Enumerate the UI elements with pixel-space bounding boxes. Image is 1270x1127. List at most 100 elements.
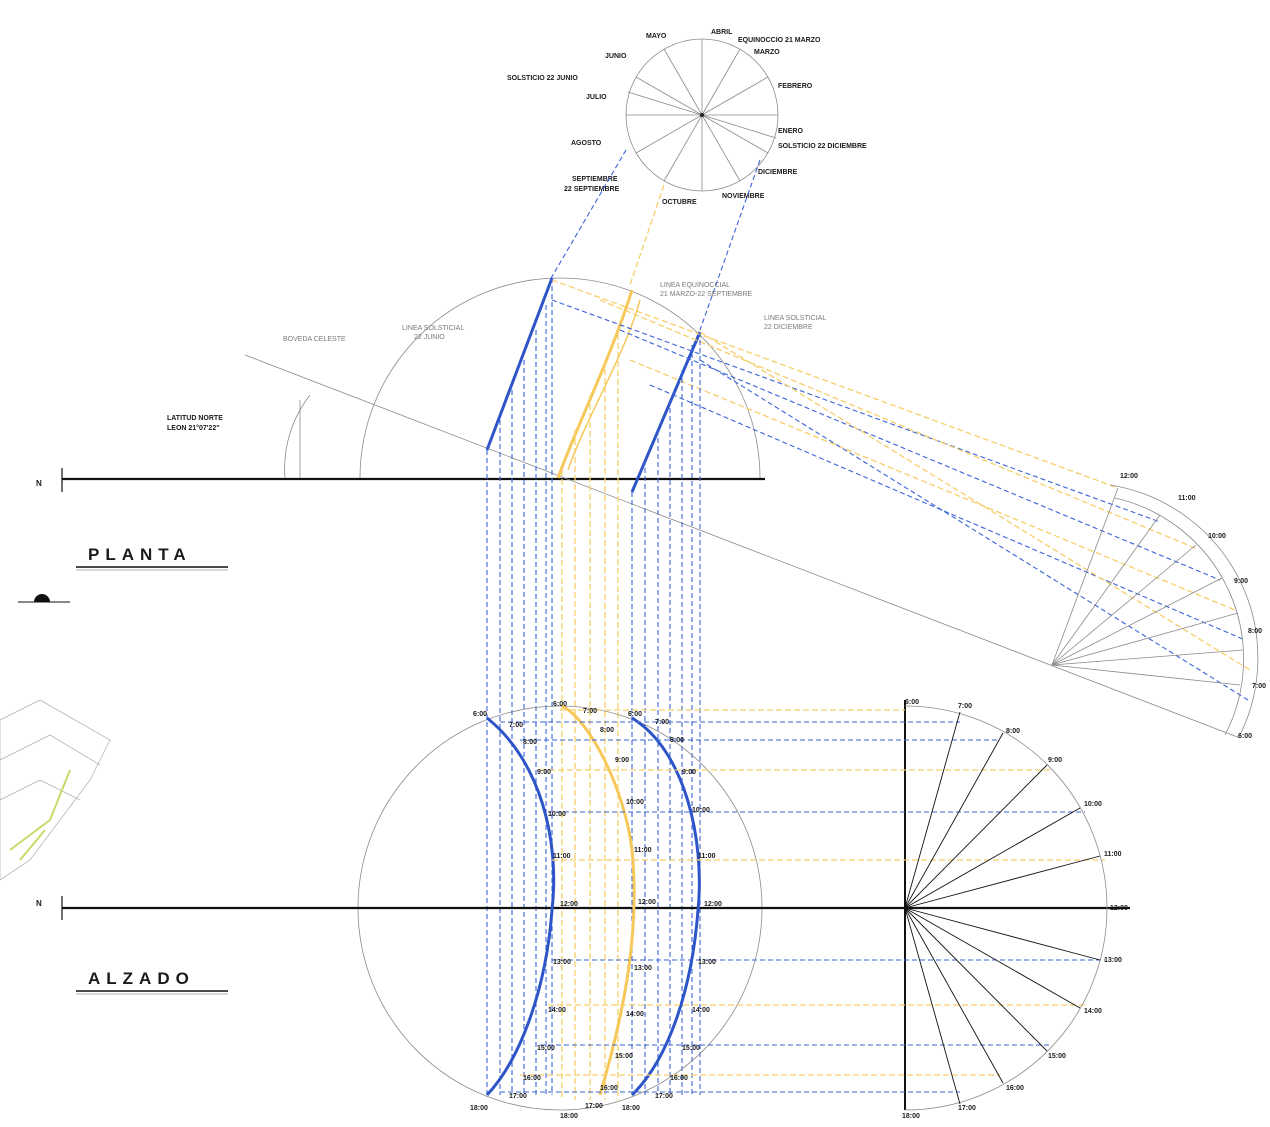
fan-h15: 15:00 <box>1048 1053 1066 1060</box>
label-boveda-celeste: BOVEDA CELESTE <box>283 336 346 343</box>
fan-h9: 9:00 <box>1048 757 1062 764</box>
svg-text:17:00: 17:00 <box>655 1093 673 1100</box>
label-marzo: MARZO <box>754 49 780 56</box>
svg-text:16:00: 16:00 <box>600 1085 618 1092</box>
svg-text:14:00: 14:00 <box>626 1011 644 1018</box>
svg-text:16:00: 16:00 <box>523 1075 541 1082</box>
alzado-dec-arc <box>630 716 701 1097</box>
equinox-line-2 <box>567 299 641 471</box>
svg-text:17:00: 17:00 <box>509 1093 527 1100</box>
section-marker-icon <box>18 594 70 603</box>
label-enero: ENERO <box>778 128 803 135</box>
planta-title: PLANTA <box>88 545 192 564</box>
planta-north-marker: N <box>36 468 63 492</box>
label-octubre: OCTUBRE <box>662 199 697 206</box>
hours-arc-inner <box>1114 497 1244 736</box>
alzado-june-arc <box>485 716 556 1097</box>
planta-inclined-axis <box>244 354 1241 739</box>
proj-equinox <box>629 184 665 286</box>
alzado-arc-hour-labels: 6:00 7:00 8:00 9:00 10:00 11:00 12:00 13… <box>470 701 722 1120</box>
svg-text:12:00: 12:00 <box>704 901 722 908</box>
svg-text:10:00: 10:00 <box>548 811 566 818</box>
label-noviembre: NOVIEMBRE <box>722 193 765 200</box>
svg-text:18:00: 18:00 <box>560 1113 578 1120</box>
alzado-hour-lines <box>500 709 1105 1093</box>
planta-view: N LATITUD NORTE LEON 21°07'22" BOVEDA CE… <box>18 277 1266 740</box>
alzado-hours-fan: 6:00 7:00 8:00 9:00 10:00 11:00 12:00 13… <box>902 699 1128 1120</box>
svg-text:7:00: 7:00 <box>509 722 523 729</box>
label-abril: ABRIL <box>711 29 733 36</box>
planta-hour-rays <box>551 279 1251 701</box>
alzado-north-marker: N <box>36 896 63 920</box>
proj-june <box>549 149 627 281</box>
planta-h11: 11:00 <box>1178 495 1196 502</box>
fan-h10: 10:00 <box>1084 801 1102 808</box>
boveda-celeste-arc <box>359 277 761 479</box>
planta-h9: 9:00 <box>1234 578 1248 585</box>
label-linea-equinoccial-2: 21 MARZO-22 SEPTIEMBRE <box>660 291 753 298</box>
label-febrero: FEBRERO <box>778 83 813 90</box>
svg-text:10:00: 10:00 <box>626 799 644 806</box>
alzado-fan-arc <box>904 705 1108 1111</box>
hours-arc-outer <box>1109 484 1259 736</box>
svg-text:13:00: 13:00 <box>634 965 652 972</box>
svg-text:9:00: 9:00 <box>682 769 696 776</box>
label-22-septiembre: 22 SEPTIEMBRE <box>564 186 620 193</box>
solstice-dec-line <box>630 331 702 493</box>
label-mayo: MAYO <box>646 33 667 40</box>
proj-dec <box>699 159 761 331</box>
planta-hours-semicircle: 12:00 11:00 10:00 9:00 8:00 7:00 6:00 <box>1051 473 1266 740</box>
svg-text:15:00: 15:00 <box>682 1045 700 1052</box>
planta-h7: 7:00 <box>1252 683 1266 690</box>
svg-text:14:00: 14:00 <box>548 1007 566 1014</box>
site-map-fragment <box>0 699 111 881</box>
months-circle-diagram: MAYO ABRIL EQUINOCCIO 21 MARZO MARZO JUN… <box>507 29 867 331</box>
fan-h16: 16:00 <box>1006 1085 1024 1092</box>
svg-text:10:00: 10:00 <box>692 807 710 814</box>
planta-latitude-angle-arc <box>284 394 311 479</box>
fan-h6: 6:00 <box>905 699 919 706</box>
svg-text:6:00: 6:00 <box>473 711 487 718</box>
planta-h10: 10:00 <box>1208 533 1226 540</box>
svg-text:6:00: 6:00 <box>553 701 567 708</box>
svg-text:12:00: 12:00 <box>560 901 578 908</box>
fan-h18: 18:00 <box>902 1113 920 1120</box>
fan-h14: 14:00 <box>1084 1008 1102 1015</box>
label-linea-solsticial-dic-1: LINEA SOLSTICIAL <box>764 315 826 322</box>
alzado-view: N <box>0 699 1130 1120</box>
svg-text:13:00: 13:00 <box>553 959 571 966</box>
svg-text:14:00: 14:00 <box>692 1007 710 1014</box>
svg-text:11:00: 11:00 <box>634 847 652 854</box>
vertical-projections <box>486 278 701 1100</box>
svg-text:15:00: 15:00 <box>537 1045 555 1052</box>
svg-text:11:00: 11:00 <box>698 853 716 860</box>
svg-text:11:00: 11:00 <box>553 853 571 860</box>
latitude-line2: LEON 21°07'22" <box>167 424 220 432</box>
label-linea-solsticial-dic-2: 22 DICIEMBRE <box>764 324 813 331</box>
label-linea-equinoccial-1: LINEA EQUINOCCIAL <box>660 282 730 289</box>
alzado-equinox-arc <box>561 704 636 1096</box>
svg-text:18:00: 18:00 <box>470 1105 488 1112</box>
label-junio: JUNIO <box>605 53 627 60</box>
latitude-line1: LATITUD NORTE <box>167 415 223 422</box>
svg-text:8:00: 8:00 <box>670 737 684 744</box>
svg-text:12:00: 12:00 <box>638 899 656 906</box>
svg-text:18:00: 18:00 <box>622 1105 640 1112</box>
alzado-title: ALZADO <box>88 969 195 988</box>
label-equinoccio-marzo: EQUINOCCIO 21 MARZO <box>738 37 821 44</box>
solstice-june-line <box>485 277 554 451</box>
fan-h11: 11:00 <box>1104 851 1122 858</box>
label-diciembre: DICIEMBRE <box>758 169 798 176</box>
svg-text:13:00: 13:00 <box>698 959 716 966</box>
label-septiembre: SEPTIEMBRE <box>572 176 618 183</box>
label-solsticio-junio: SOLSTICIO 22 JUNIO <box>507 75 578 82</box>
svg-text:8:00: 8:00 <box>600 727 614 734</box>
svg-text:16:00: 16:00 <box>670 1075 688 1082</box>
north-letter: N <box>36 479 42 488</box>
planta-h6: 6:00 <box>1238 733 1252 740</box>
svg-text:9:00: 9:00 <box>615 757 629 764</box>
planta-h12: 12:00 <box>1120 473 1138 480</box>
svg-text:15:00: 15:00 <box>615 1053 633 1060</box>
